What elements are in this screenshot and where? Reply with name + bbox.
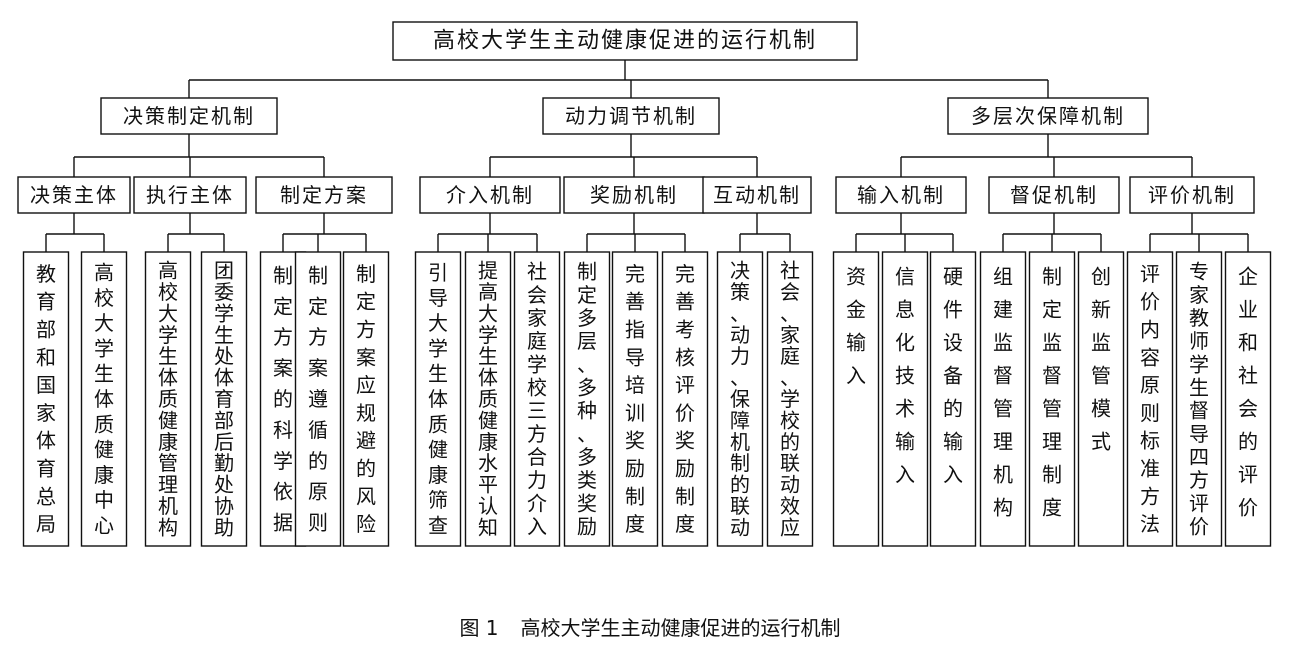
leaf-box bbox=[563, 251, 611, 547]
leaf-box bbox=[1028, 251, 1076, 547]
figure-title: 高校大学生主动健康促进的运行机制 bbox=[520, 616, 841, 640]
leaf-label: 高校大学生体质健康管理机构 bbox=[158, 259, 178, 540]
leaf-box bbox=[414, 251, 462, 547]
leaf-label: 社会家庭学校三方合力介入 bbox=[527, 260, 547, 539]
leaf-box bbox=[929, 251, 977, 547]
leaf-label: 制定监督管理制度 bbox=[1042, 265, 1062, 520]
leaf-box bbox=[22, 251, 70, 547]
leaf-box bbox=[342, 251, 390, 547]
leaf-label: 决策、动力、保障机制的联动 bbox=[730, 259, 750, 540]
branch-label: 多层次保障机制 bbox=[971, 104, 1125, 128]
sub-label: 执行主体 bbox=[146, 183, 234, 207]
leaf-box bbox=[979, 251, 1027, 547]
leaf-box bbox=[716, 251, 764, 547]
leaf-label: 硬件设备的输入 bbox=[943, 265, 963, 487]
leaf-box bbox=[832, 251, 880, 547]
sub-label: 决策主体 bbox=[30, 183, 118, 207]
leaf-box bbox=[1126, 251, 1174, 547]
root-label: 高校大学生主动健康促进的运行机制 bbox=[433, 29, 817, 54]
leaf-label: 引导大学生体质健康筛查 bbox=[428, 261, 448, 538]
leaf-label: 信息化技术输入 bbox=[895, 265, 915, 487]
sub-box bbox=[835, 176, 967, 214]
sub-label: 奖励机制 bbox=[590, 183, 678, 207]
leaf-label: 创新监管模式 bbox=[1091, 265, 1111, 454]
root-box bbox=[392, 21, 858, 61]
leaf-box bbox=[464, 251, 512, 547]
leaf-box bbox=[80, 251, 128, 547]
leaf-label: 评价内容原则标准方法 bbox=[1140, 262, 1160, 536]
leaf-label: 完善考核评价奖励制度 bbox=[675, 262, 695, 536]
sub-label: 督促机制 bbox=[1010, 183, 1098, 207]
leaf-box bbox=[661, 251, 709, 547]
leaf-label: 制定多层、多种、多类奖励 bbox=[577, 260, 597, 539]
leaf-label: 企业和社会的评价 bbox=[1238, 265, 1258, 520]
leaf-box bbox=[1175, 251, 1223, 547]
leaf-label: 完善指导培训奖励制度 bbox=[625, 262, 645, 536]
branch-box bbox=[542, 97, 720, 135]
leaf-box bbox=[200, 251, 248, 547]
sub-box bbox=[1129, 176, 1255, 214]
branch-label: 动力调节机制 bbox=[565, 104, 697, 128]
branch-box bbox=[100, 97, 278, 135]
sub-box bbox=[255, 176, 393, 214]
leaf-box bbox=[294, 251, 342, 547]
branch-label: 决策制定机制 bbox=[123, 104, 255, 128]
leaf-label: 制定方案的科学依据 bbox=[273, 263, 293, 534]
leaf-label: 团委学生处体育部后勤处协助 bbox=[214, 259, 234, 540]
sub-label: 介入机制 bbox=[446, 183, 534, 207]
leaf-box bbox=[611, 251, 659, 547]
leaf-label: 制定方案应规避的风险 bbox=[356, 262, 376, 536]
leaf-label: 组建监督管理机构 bbox=[993, 265, 1013, 520]
sub-box bbox=[702, 176, 812, 214]
sub-label: 制定方案 bbox=[280, 183, 368, 207]
leaf-box bbox=[881, 251, 929, 547]
leaf-label: 制定方案遵循的原则 bbox=[308, 263, 328, 534]
leaf-label: 社会、家庭、学校的联动效应 bbox=[780, 259, 800, 540]
sub-label: 输入机制 bbox=[857, 183, 945, 207]
sub-box bbox=[419, 176, 561, 214]
sub-box bbox=[17, 176, 131, 214]
leaf-label: 教育部和国家体育总局 bbox=[36, 262, 56, 536]
leaf-box bbox=[766, 251, 814, 547]
sub-label: 评价机制 bbox=[1148, 183, 1236, 207]
leaf-label: 高校大学生体质健康中心 bbox=[94, 261, 114, 538]
leaf-box bbox=[513, 251, 561, 547]
leaf-label: 资金输入 bbox=[846, 265, 866, 388]
leaf-box bbox=[1077, 251, 1125, 547]
sub-label: 互动机制 bbox=[713, 183, 801, 207]
leaf-label: 专家教师学生督导四方评价 bbox=[1189, 260, 1209, 539]
leaf-box bbox=[144, 251, 192, 547]
leaf-label: 提高大学生体质健康水平认知 bbox=[478, 259, 498, 540]
figure-caption: 图 1 高校大学生主动健康促进的运行机制 bbox=[0, 612, 1300, 641]
leaf-box bbox=[1224, 251, 1272, 547]
figure-label: 图 1 bbox=[459, 616, 499, 640]
